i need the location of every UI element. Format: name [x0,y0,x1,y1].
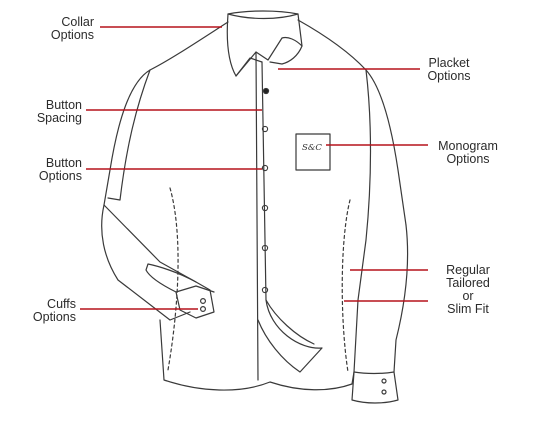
collar-outline [226,10,303,77]
side-seam-left [167,187,179,371]
left-cuff-outline [145,263,215,319]
right-sleeve-outline [353,69,372,373]
front-buttons [261,87,270,294]
front-button [261,244,269,252]
left-sleeve-outline [107,69,151,201]
front-button [261,204,269,212]
monogram-text: S&C [302,143,322,153]
side-seam-right [341,199,351,373]
right-cuff-outline [351,371,399,404]
front-button [261,164,269,172]
shirt-hem [159,319,355,391]
front-button [261,286,269,294]
top-button [262,87,270,95]
placket-line [255,51,259,381]
chest-pocket [295,133,331,171]
front-button [261,125,269,133]
leader-lines [80,26,428,310]
